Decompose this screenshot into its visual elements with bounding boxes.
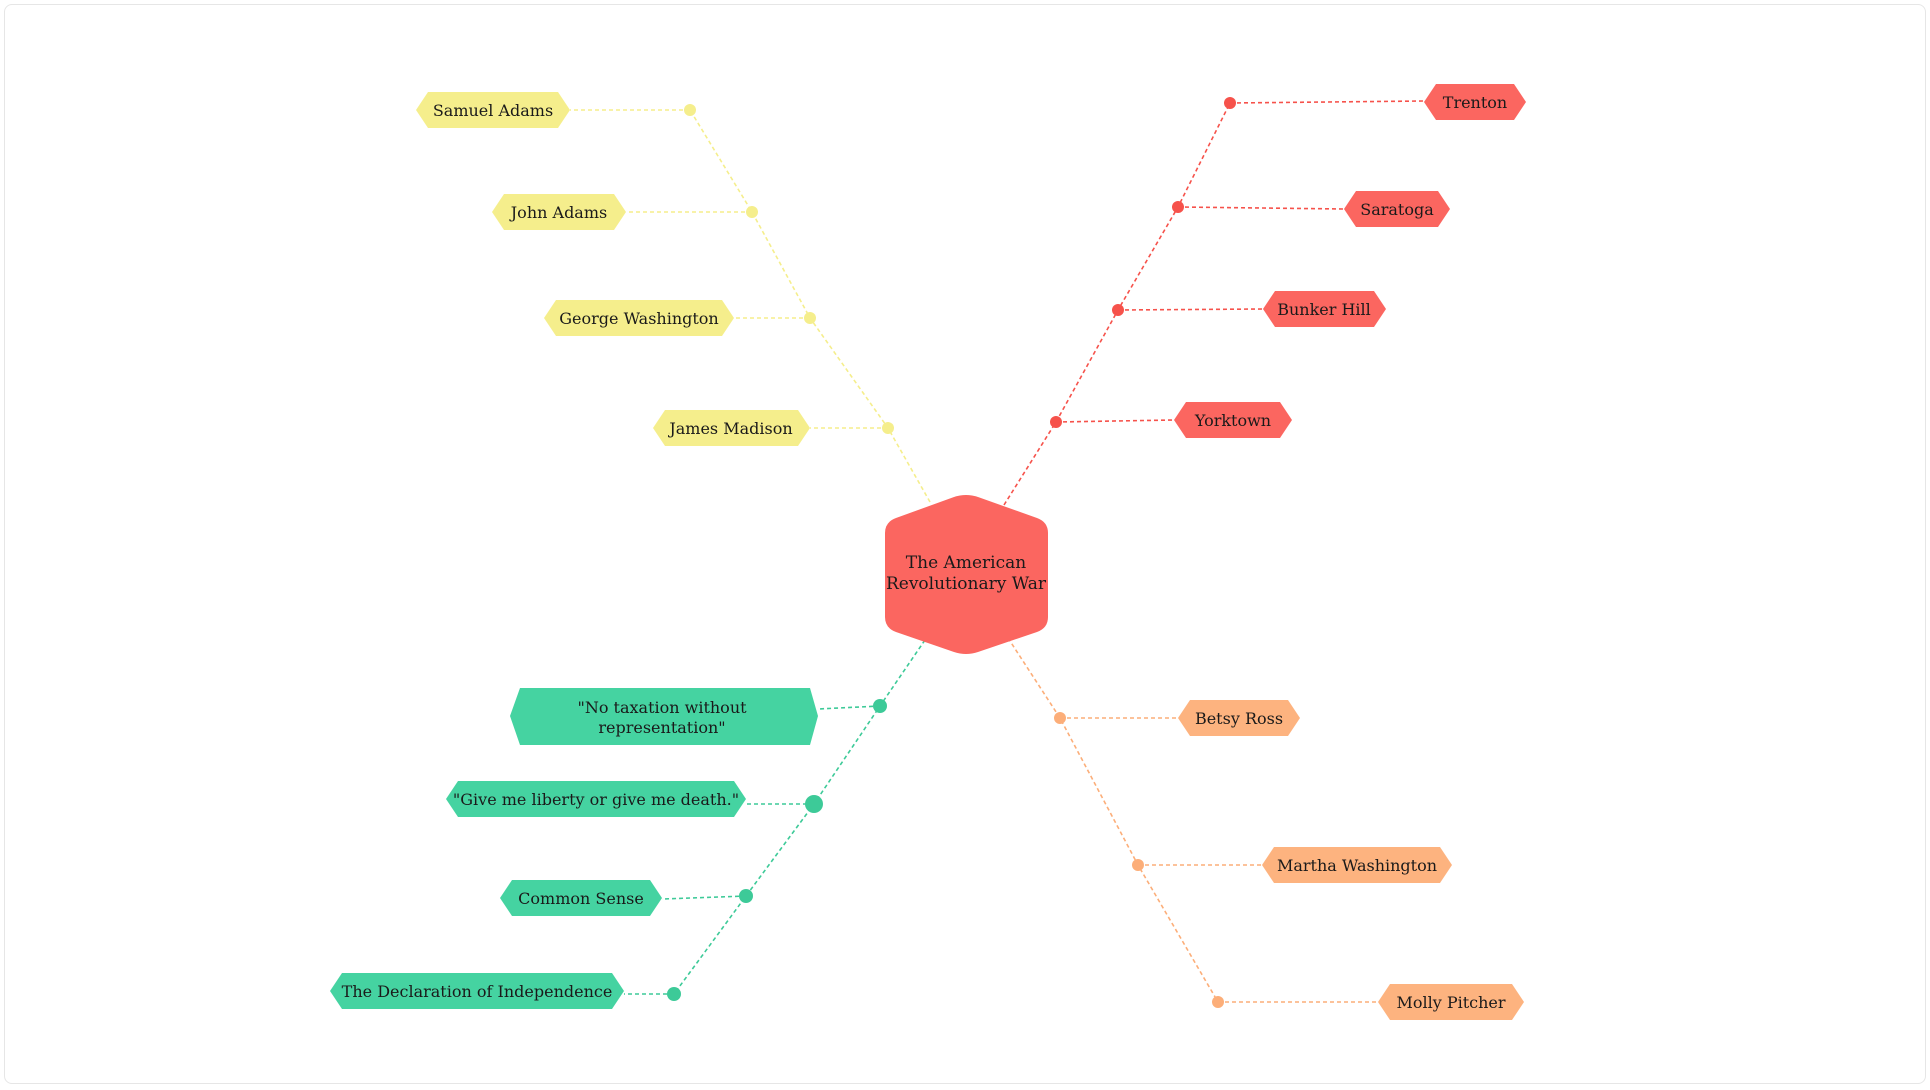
women-trunk — [1007, 637, 1219, 1003]
topic-label: Common Sense — [518, 889, 644, 908]
junction-dot — [1172, 201, 1184, 213]
topic-label: Yorktown — [1194, 411, 1271, 430]
junction-dot — [1132, 859, 1144, 871]
topic-samuel-adams[interactable]: Samuel Adams — [416, 92, 570, 128]
topic-label: The Declaration of Independence — [342, 982, 613, 1001]
branch-battles: Trenton Saratoga Bunker Hill Yorktown — [1003, 84, 1526, 506]
topic-label: "No taxation without — [577, 698, 747, 717]
junction-dot — [684, 104, 696, 116]
junction-dot — [805, 795, 823, 813]
junction-dot — [1054, 712, 1066, 724]
central-topic-label: Revolutionary War — [886, 574, 1047, 594]
topic-trenton[interactable]: Trenton — [1424, 84, 1526, 120]
junction-dot — [804, 312, 816, 324]
topic-label: Martha Washington — [1277, 856, 1437, 875]
connector-saratoga — [1177, 206, 1345, 210]
central-topic[interactable]: The American Revolutionary War — [885, 495, 1048, 654]
connector-no-taxation — [817, 705, 881, 710]
topic-label: "Give me liberty or give me death." — [453, 790, 739, 809]
junction-dot — [667, 987, 681, 1001]
topic-martha-washington[interactable]: Martha Washington — [1262, 847, 1452, 883]
topic-no-taxation[interactable]: "No taxation without representation" — [510, 688, 818, 745]
topic-give-me-liberty[interactable]: "Give me liberty or give me death." — [446, 781, 746, 817]
topic-label: John Adams — [509, 203, 607, 222]
connector-yorktown — [1055, 419, 1175, 423]
topic-molly-pitcher[interactable]: Molly Pitcher — [1378, 984, 1524, 1020]
connector-common-sense — [661, 895, 747, 900]
topic-george-washington[interactable]: George Washington — [544, 300, 734, 336]
topic-james-madison[interactable]: James Madison — [653, 410, 810, 446]
connector-trenton — [1229, 100, 1425, 104]
topic-label: James Madison — [667, 419, 792, 438]
topic-label: Molly Pitcher — [1396, 993, 1505, 1012]
junction-dot — [1050, 416, 1062, 428]
topic-common-sense[interactable]: Common Sense — [500, 880, 662, 916]
junction-dot — [882, 422, 894, 434]
connector-bunker-hill — [1117, 308, 1264, 311]
junction-dot — [873, 699, 887, 713]
topic-label: Trenton — [1443, 93, 1507, 112]
topic-label: George Washington — [559, 309, 718, 328]
topic-yorktown[interactable]: Yorktown — [1174, 402, 1292, 438]
branch-documents: "No taxation without representation" "Gi… — [330, 639, 926, 1009]
battles-trunk — [1003, 102, 1231, 506]
topic-bunker-hill[interactable]: Bunker Hill — [1263, 291, 1386, 327]
junction-dot — [1224, 97, 1236, 109]
topic-label: Samuel Adams — [433, 101, 553, 120]
topic-declaration[interactable]: The Declaration of Independence — [330, 973, 624, 1009]
junction-dot — [746, 206, 758, 218]
topic-label: Betsy Ross — [1195, 709, 1283, 728]
topic-label: representation" — [598, 718, 725, 737]
topic-betsy-ross[interactable]: Betsy Ross — [1178, 700, 1300, 736]
topic-label: Bunker Hill — [1277, 300, 1371, 319]
junction-dot — [1212, 996, 1224, 1008]
topic-label: Saratoga — [1360, 200, 1434, 219]
junction-dot — [1112, 304, 1124, 316]
central-topic-label: The American — [906, 553, 1026, 573]
branch-founders: Samuel Adams John Adams George Washingto… — [416, 92, 931, 503]
junction-dot — [739, 889, 753, 903]
topic-john-adams[interactable]: John Adams — [492, 194, 626, 230]
topic-saratoga[interactable]: Saratoga — [1344, 191, 1450, 227]
branch-women: Betsy Ross Martha Washington Molly Pitch… — [1007, 637, 1524, 1020]
